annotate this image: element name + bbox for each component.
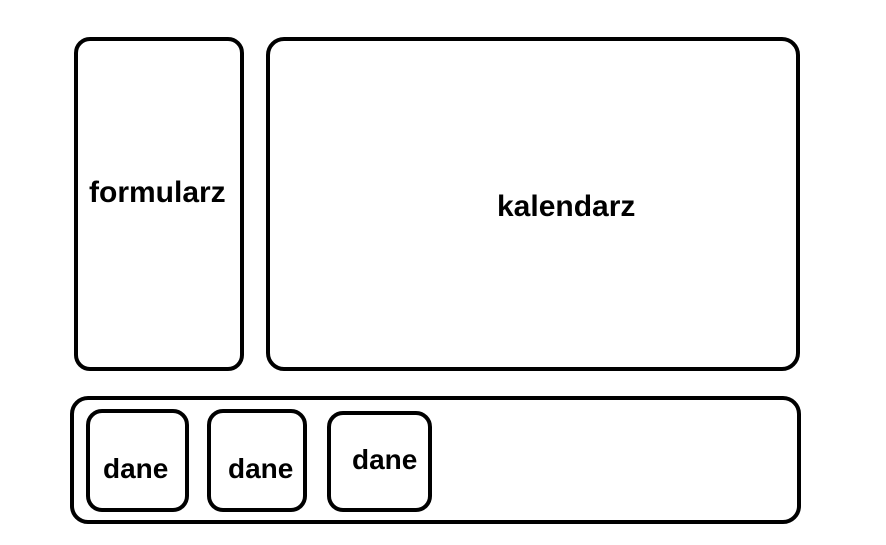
form-label: formularz bbox=[89, 176, 226, 209]
data-strip bbox=[70, 396, 801, 524]
calendar-panel bbox=[266, 37, 800, 371]
data-card-3 bbox=[327, 411, 432, 512]
data-card-label-3: dane bbox=[352, 444, 418, 475]
data-card-1 bbox=[86, 409, 189, 512]
calendar-label: kalendarz bbox=[497, 190, 636, 223]
form-panel bbox=[74, 37, 244, 371]
data-card-2 bbox=[207, 409, 307, 512]
data-card-label-1: dane bbox=[103, 453, 169, 484]
data-card-label-2: dane bbox=[228, 453, 294, 484]
